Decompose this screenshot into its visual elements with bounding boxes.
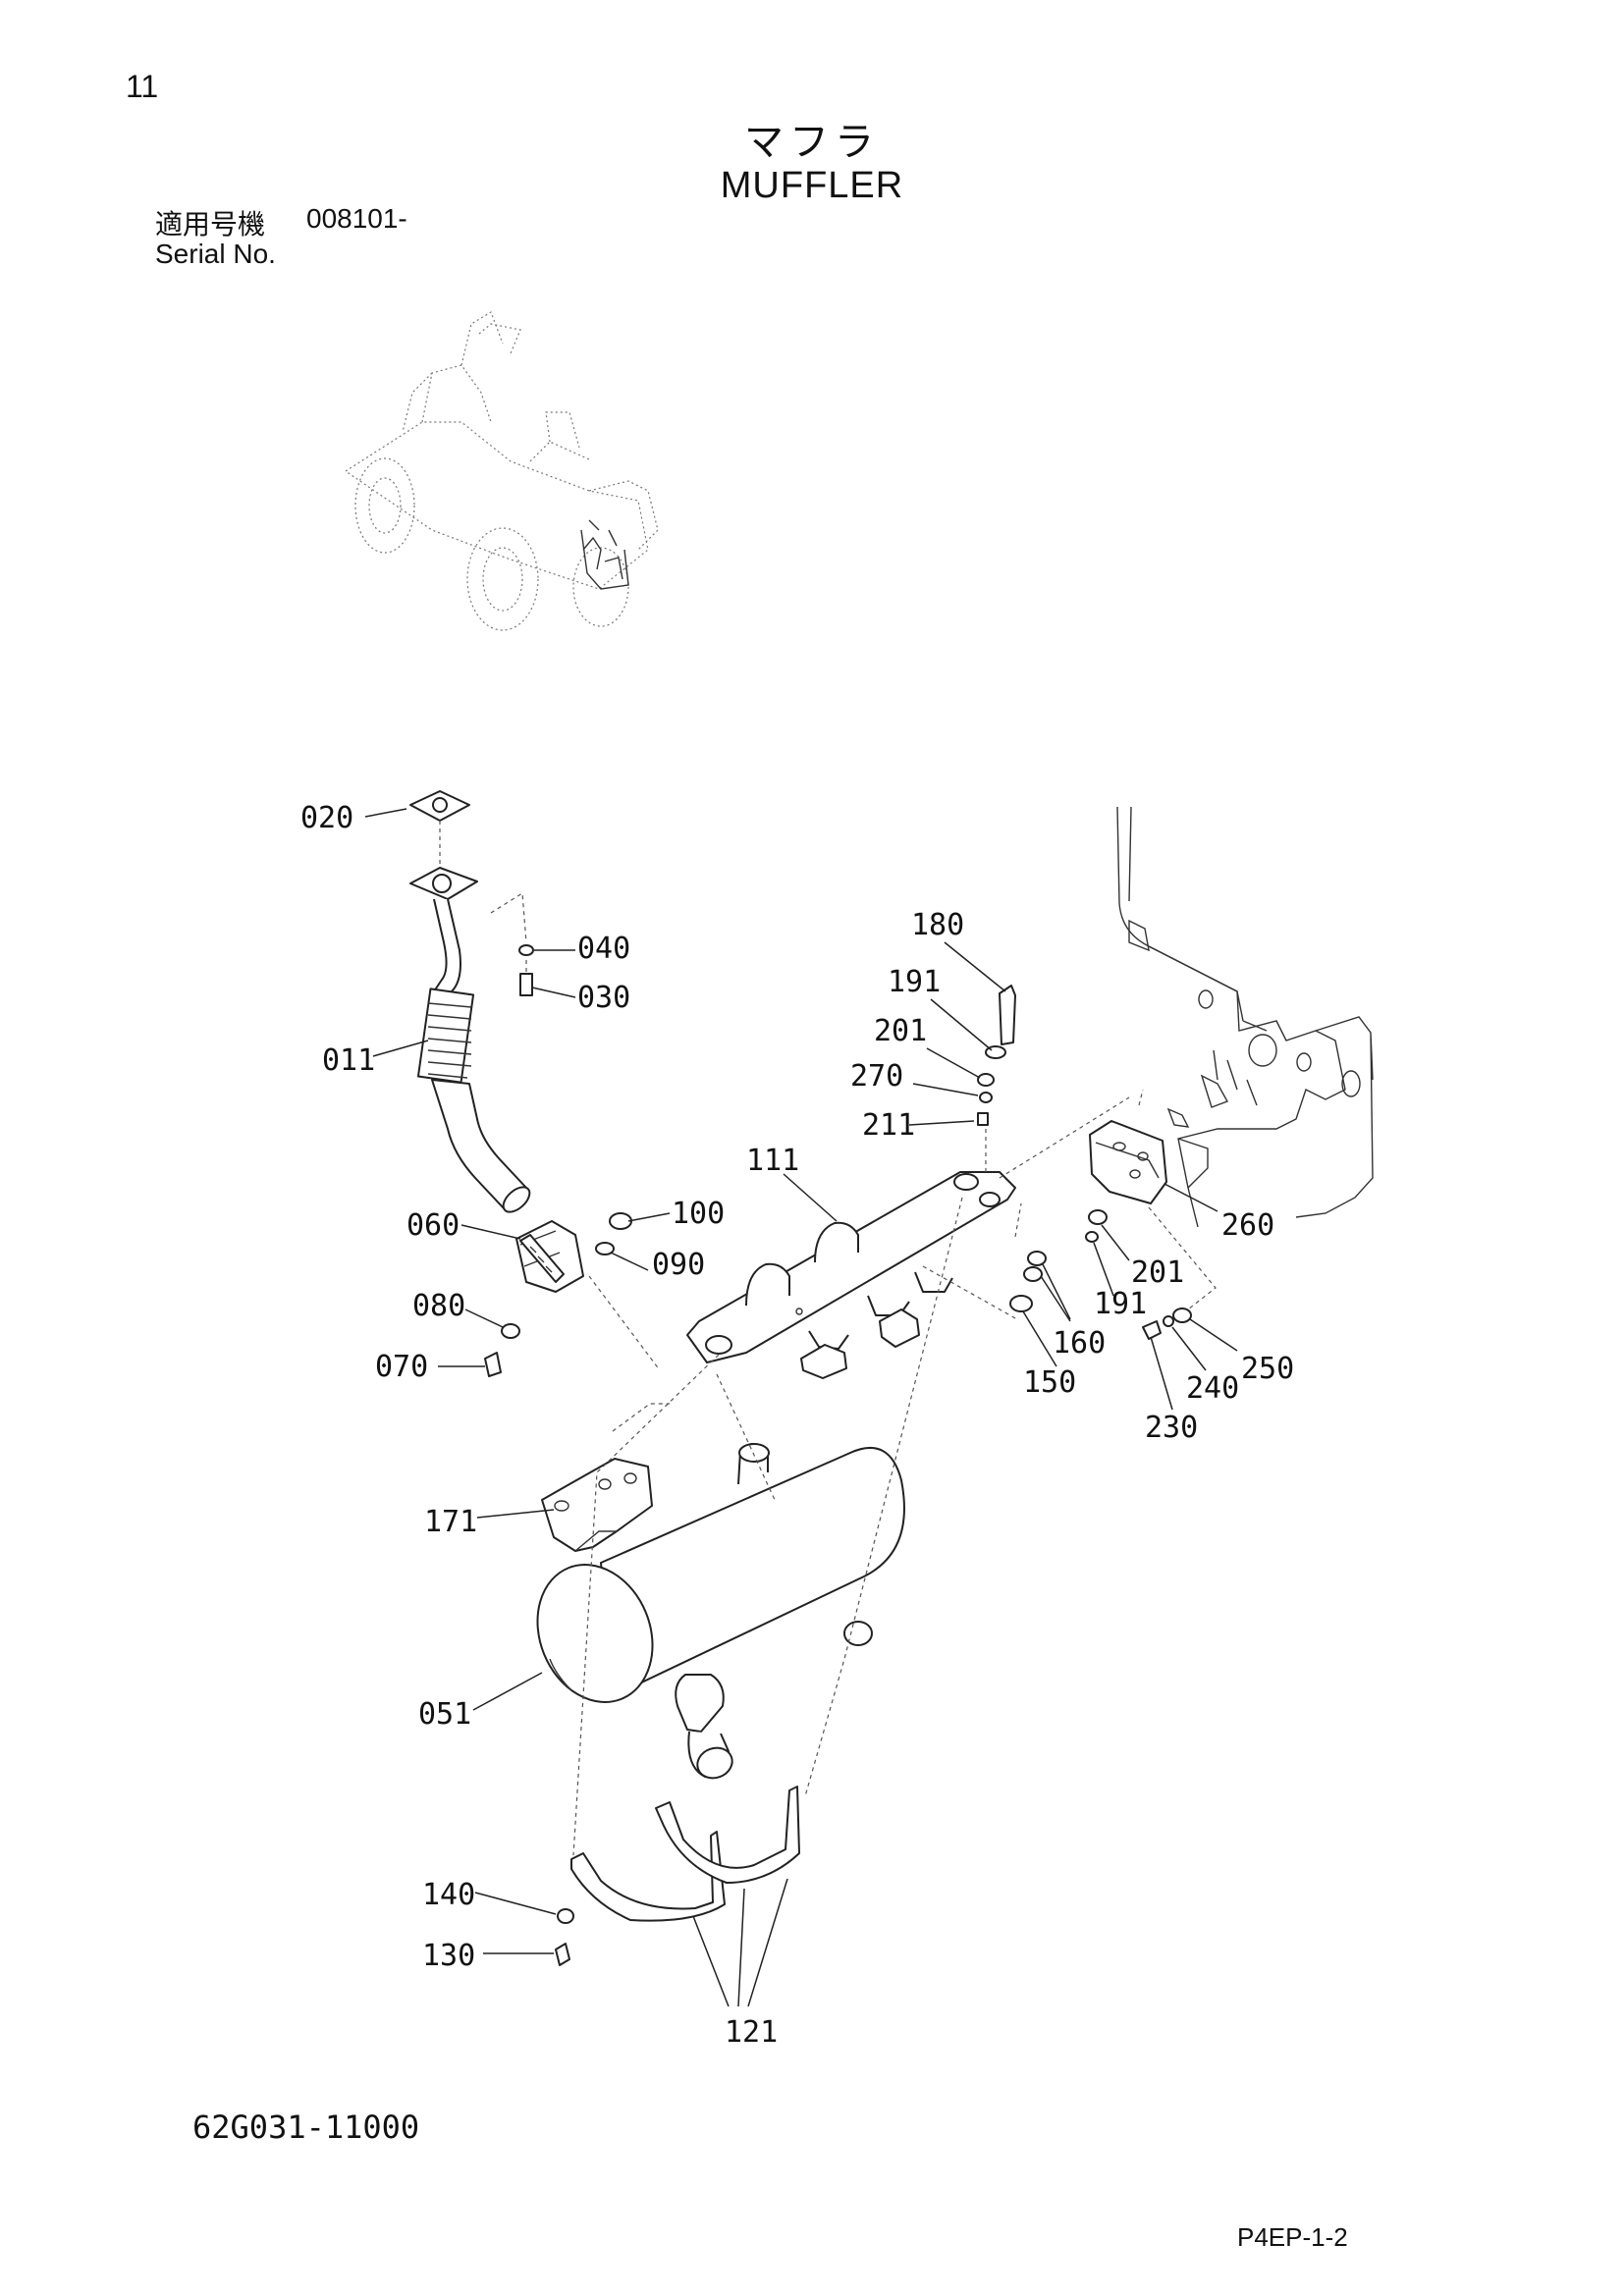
washer-150 (1009, 1295, 1033, 1312)
page-title: MUFFLER (720, 165, 904, 206)
frame-guide (999, 1096, 1130, 1179)
callout-100: 100 (672, 1197, 725, 1231)
bolt-180 (999, 985, 1016, 1045)
callout-240: 240 (1186, 1371, 1239, 1406)
callout-040: 040 (577, 932, 630, 966)
rubber-mount (1089, 1120, 1167, 1204)
callout-201: 201 (874, 1014, 927, 1048)
assembly-guide-center (716, 1373, 777, 1503)
washer-201-lower (1088, 1209, 1108, 1225)
callout-201-lower: 201 (1131, 1255, 1184, 1290)
callout-140: 140 (422, 1878, 475, 1912)
callout-260: 260 (1221, 1208, 1274, 1243)
washer-040 (518, 944, 534, 956)
washer-240 (1163, 1315, 1174, 1327)
nut-160-lower (1023, 1266, 1043, 1282)
callout-121: 121 (725, 2015, 778, 2050)
bolt-030 (519, 973, 533, 996)
washer-270 (979, 1092, 993, 1103)
assembly-guide-left (572, 1354, 720, 1856)
callout-150: 150 (1023, 1365, 1076, 1400)
nut-100 (609, 1212, 632, 1230)
callout-130: 130 (422, 1939, 475, 1973)
washer-090 (595, 1242, 615, 1255)
callout-090: 090 (652, 1248, 705, 1282)
callout-191-lower: 191 (1094, 1287, 1147, 1321)
nut-160-upper (1027, 1251, 1047, 1266)
serial-number-value: 008101- (306, 203, 407, 234)
callout-060: 060 (406, 1208, 460, 1243)
drawing-number: 62G031-11000 (192, 2109, 420, 2146)
bolt-230 (1142, 1320, 1162, 1340)
serial-label: Serial No. (155, 239, 276, 269)
washer-250 (1172, 1308, 1192, 1323)
callout-250: 250 (1241, 1352, 1294, 1386)
callout-011: 011 (322, 1043, 375, 1078)
muffler-body (536, 1443, 905, 1780)
machine-location-thumbnail (344, 311, 659, 631)
spacer-211 (977, 1112, 989, 1126)
callout-111: 111 (746, 1144, 799, 1178)
page-number: 11 (126, 69, 159, 104)
assembly-guide-right (804, 1197, 963, 1797)
callout-labels: 020 040 030 011 180 191 201 270 211 111 … (300, 801, 1294, 2050)
callout-070: 070 (375, 1350, 428, 1384)
callout-230: 230 (1145, 1411, 1198, 1445)
bolt-070 (484, 1352, 502, 1377)
clamp-guide (588, 1275, 661, 1371)
muffler-bracket (686, 1171, 1016, 1379)
pipe-clamp (515, 1220, 584, 1293)
leader-lines (364, 808, 1238, 2007)
exhaust-pipe (409, 790, 531, 1213)
washer-201 (977, 1073, 995, 1087)
muffler-stay (541, 1458, 653, 1552)
page-title-japanese: マフラ (744, 120, 880, 165)
callout-020: 020 (300, 801, 353, 835)
callout-051: 051 (418, 1697, 471, 1732)
mount-guide (922, 1089, 1217, 1320)
bolt-130 (555, 1943, 570, 1966)
callout-080: 080 (412, 1289, 465, 1323)
callout-160: 160 (1053, 1326, 1106, 1361)
page-code: P4EP-1-2 (1237, 2222, 1348, 2252)
washer-191-lower (1085, 1231, 1099, 1243)
nut-140 (557, 1908, 574, 1924)
callout-030: 030 (577, 981, 630, 1015)
engine-frame-outline (1116, 806, 1374, 1228)
callout-191: 191 (888, 965, 941, 999)
serial-label-japanese: 適用号機 (155, 208, 266, 240)
pipe-bolt-guide (490, 891, 527, 989)
callout-270: 270 (850, 1059, 903, 1094)
callout-180: 180 (911, 908, 964, 942)
washer-080 (501, 1323, 520, 1339)
stay-guide (612, 1403, 670, 1432)
callout-171: 171 (424, 1505, 477, 1539)
muffler-bands (570, 1786, 800, 1922)
callout-211: 211 (862, 1108, 915, 1143)
